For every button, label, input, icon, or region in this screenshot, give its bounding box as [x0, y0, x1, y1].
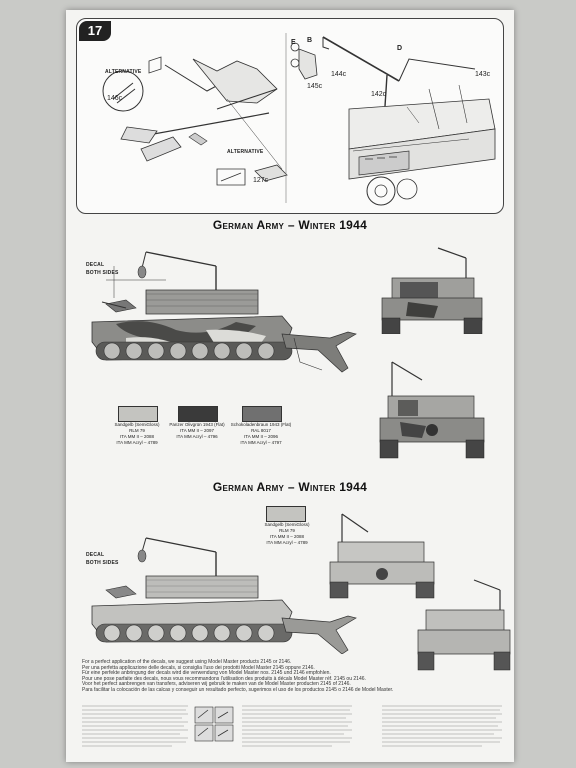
step-divider — [285, 33, 287, 203]
assembly-step-box: 17 Alternative 146c Alternative 127c — [76, 18, 504, 214]
scheme-2-rear-view — [417, 579, 511, 671]
scheme-1-front-view — [379, 361, 485, 459]
alternative-label-1: Alternative — [105, 69, 142, 75]
swatch-1-caption: Sandgelb (SemiGloss) RLM 79 ITA MM II – … — [114, 422, 160, 445]
scheme-2-front-view — [329, 513, 435, 599]
plow-assembly-diagram — [102, 56, 288, 186]
part-144c-label: 144c — [331, 71, 347, 78]
swatch-2-caption: Panzer Olivgrün 1943 (Flat) ITA MM II – … — [169, 422, 225, 439]
marker-d: D — [397, 45, 403, 52]
scheme-2-decal-sub: Both Sides — [86, 560, 119, 566]
fine-print-block — [82, 705, 502, 747]
marker-e: E — [291, 39, 296, 46]
swatch-sandgelb — [118, 406, 158, 422]
part-142c-label: 142c — [371, 91, 387, 98]
part-127c-label: 127c — [253, 177, 269, 184]
part-146c-label: 146c — [107, 95, 123, 102]
swatch-olivgruen — [178, 406, 218, 422]
scheme-1-decal-sub: Both Sides — [86, 270, 119, 276]
crane-assembly-diagram — [290, 36, 496, 206]
instruction-sheet: 17 Alternative 146c Alternative 127c — [66, 10, 514, 762]
scheme-1-side-view — [91, 251, 357, 373]
scheme-2-decal-label: Decal — [86, 552, 105, 558]
scheme-1-title: German Army – Winter 1944 — [212, 218, 368, 232]
scheme-2-title: German Army – Winter 1944 — [212, 480, 368, 494]
step-number: 17 — [79, 21, 111, 41]
decal-notes: For a perfect application of the decals,… — [82, 659, 394, 693]
swatch-schokoladenbraun — [242, 406, 282, 422]
decal-application-icons — [194, 706, 234, 742]
scheme-2-side-view — [91, 537, 357, 654]
marker-b: B — [307, 37, 313, 44]
swatch-3-caption: Schokoladenbraun 1943 (Flat) RAL 8017 IT… — [230, 422, 292, 445]
swatch-4-caption: Sandgelb (SemiGloss) RLM 79 ITA MM II – … — [264, 522, 310, 545]
swatch-sandgelb-2 — [266, 506, 306, 522]
part-143c-label: 143c — [475, 71, 491, 78]
part-145c-label: 145c — [307, 83, 323, 90]
scheme-1-rear-view — [381, 247, 483, 334]
alternative-label-2: Alternative — [227, 149, 264, 155]
scheme-1-decal-label: Decal — [86, 262, 105, 268]
